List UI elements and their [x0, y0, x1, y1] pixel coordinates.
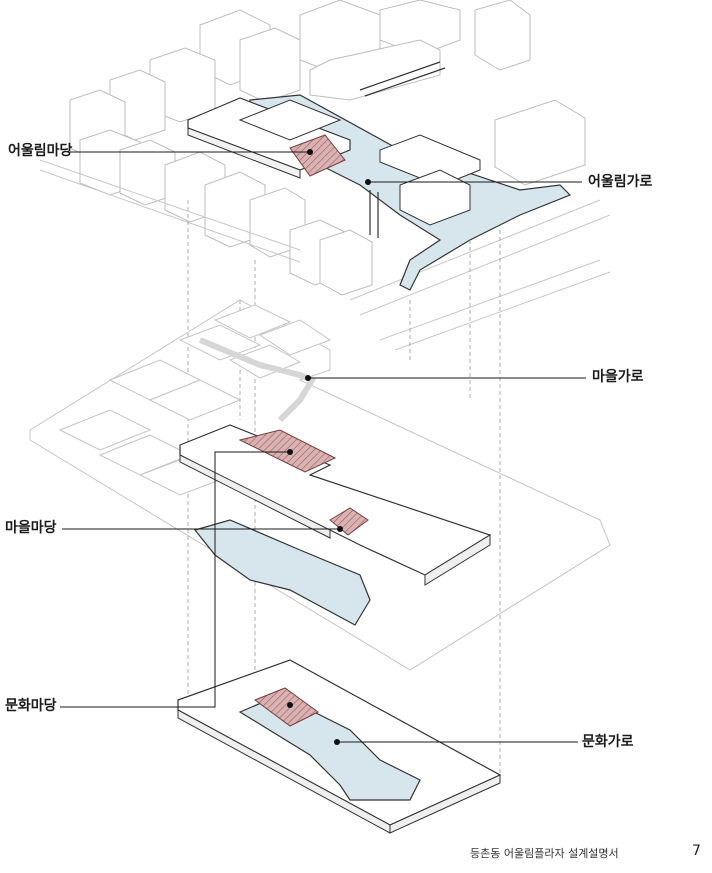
page-number: 7 — [692, 843, 701, 859]
munhwa-madang-plaza — [253, 687, 319, 727]
leader-dots — [287, 149, 371, 745]
bottom-layer — [177, 659, 502, 834]
label-munhwa-madang: 문화마당 — [5, 698, 57, 714]
footer-caption: 등촌동 어울림플라자 설계설명서 — [470, 847, 619, 860]
maeul-street — [193, 519, 371, 626]
middle-layer-site — [29, 299, 611, 671]
leader-lines — [60, 151, 586, 743]
label-maeul-madang: 마을마당 — [5, 520, 57, 536]
context-roads — [39, 159, 611, 351]
label-eoullim-madang: 어울림마당 — [8, 143, 73, 159]
label-munhwa-garo: 문화가로 — [582, 734, 634, 750]
label-eoullim-garo: 어울림가로 — [588, 174, 653, 190]
label-maeul-garo: 마을가로 — [592, 369, 644, 385]
eoullim-madang-plaza — [289, 134, 346, 177]
context-buildings — [69, 0, 586, 296]
